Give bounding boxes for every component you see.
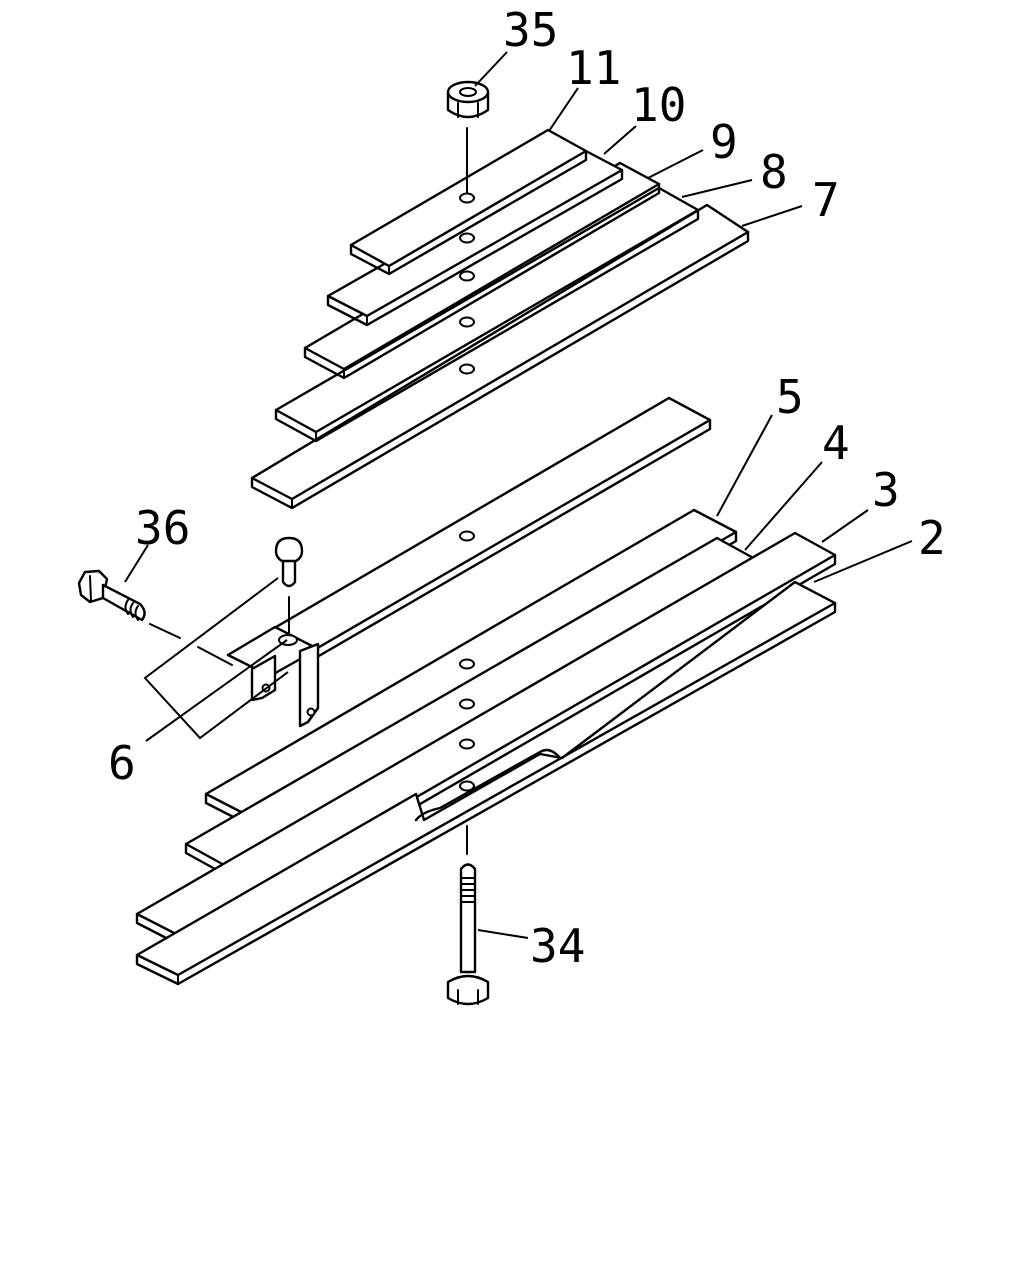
bolt-36 — [77, 569, 146, 622]
callout-3: 3 — [872, 463, 900, 517]
callout-10: 10 — [631, 78, 686, 132]
lower-bolt-holes — [459, 530, 475, 792]
rivet — [274, 536, 304, 588]
callout-11: 11 — [566, 41, 621, 95]
upper-bolt-holes — [459, 192, 475, 375]
callout-4: 4 — [822, 416, 850, 470]
nut-35 — [446, 80, 490, 119]
leaf-7 — [250, 203, 750, 510]
leaf-3 — [135, 531, 837, 946]
callout-34: 34 — [530, 919, 585, 973]
callouts: 35 11 10 9 8 7 5 4 3 2 36 6 34 — [108, 3, 946, 973]
bolt-36-axis-line — [149, 623, 181, 639]
callout-7: 7 — [812, 173, 840, 227]
clip-6 — [226, 625, 320, 728]
callout-9: 9 — [710, 115, 738, 169]
leaf-8 — [274, 186, 700, 443]
callout-8: 8 — [760, 145, 788, 199]
callout-5: 5 — [776, 370, 804, 424]
leader-lines — [124, 51, 913, 939]
bolt-34 — [446, 863, 490, 1006]
callout-35: 35 — [503, 3, 558, 57]
callout-6: 6 — [108, 736, 136, 790]
bolt-36-axis-line-2 — [197, 646, 233, 666]
callout-2: 2 — [918, 511, 946, 565]
leaf-2 — [135, 580, 837, 986]
callout-36: 36 — [135, 501, 190, 555]
